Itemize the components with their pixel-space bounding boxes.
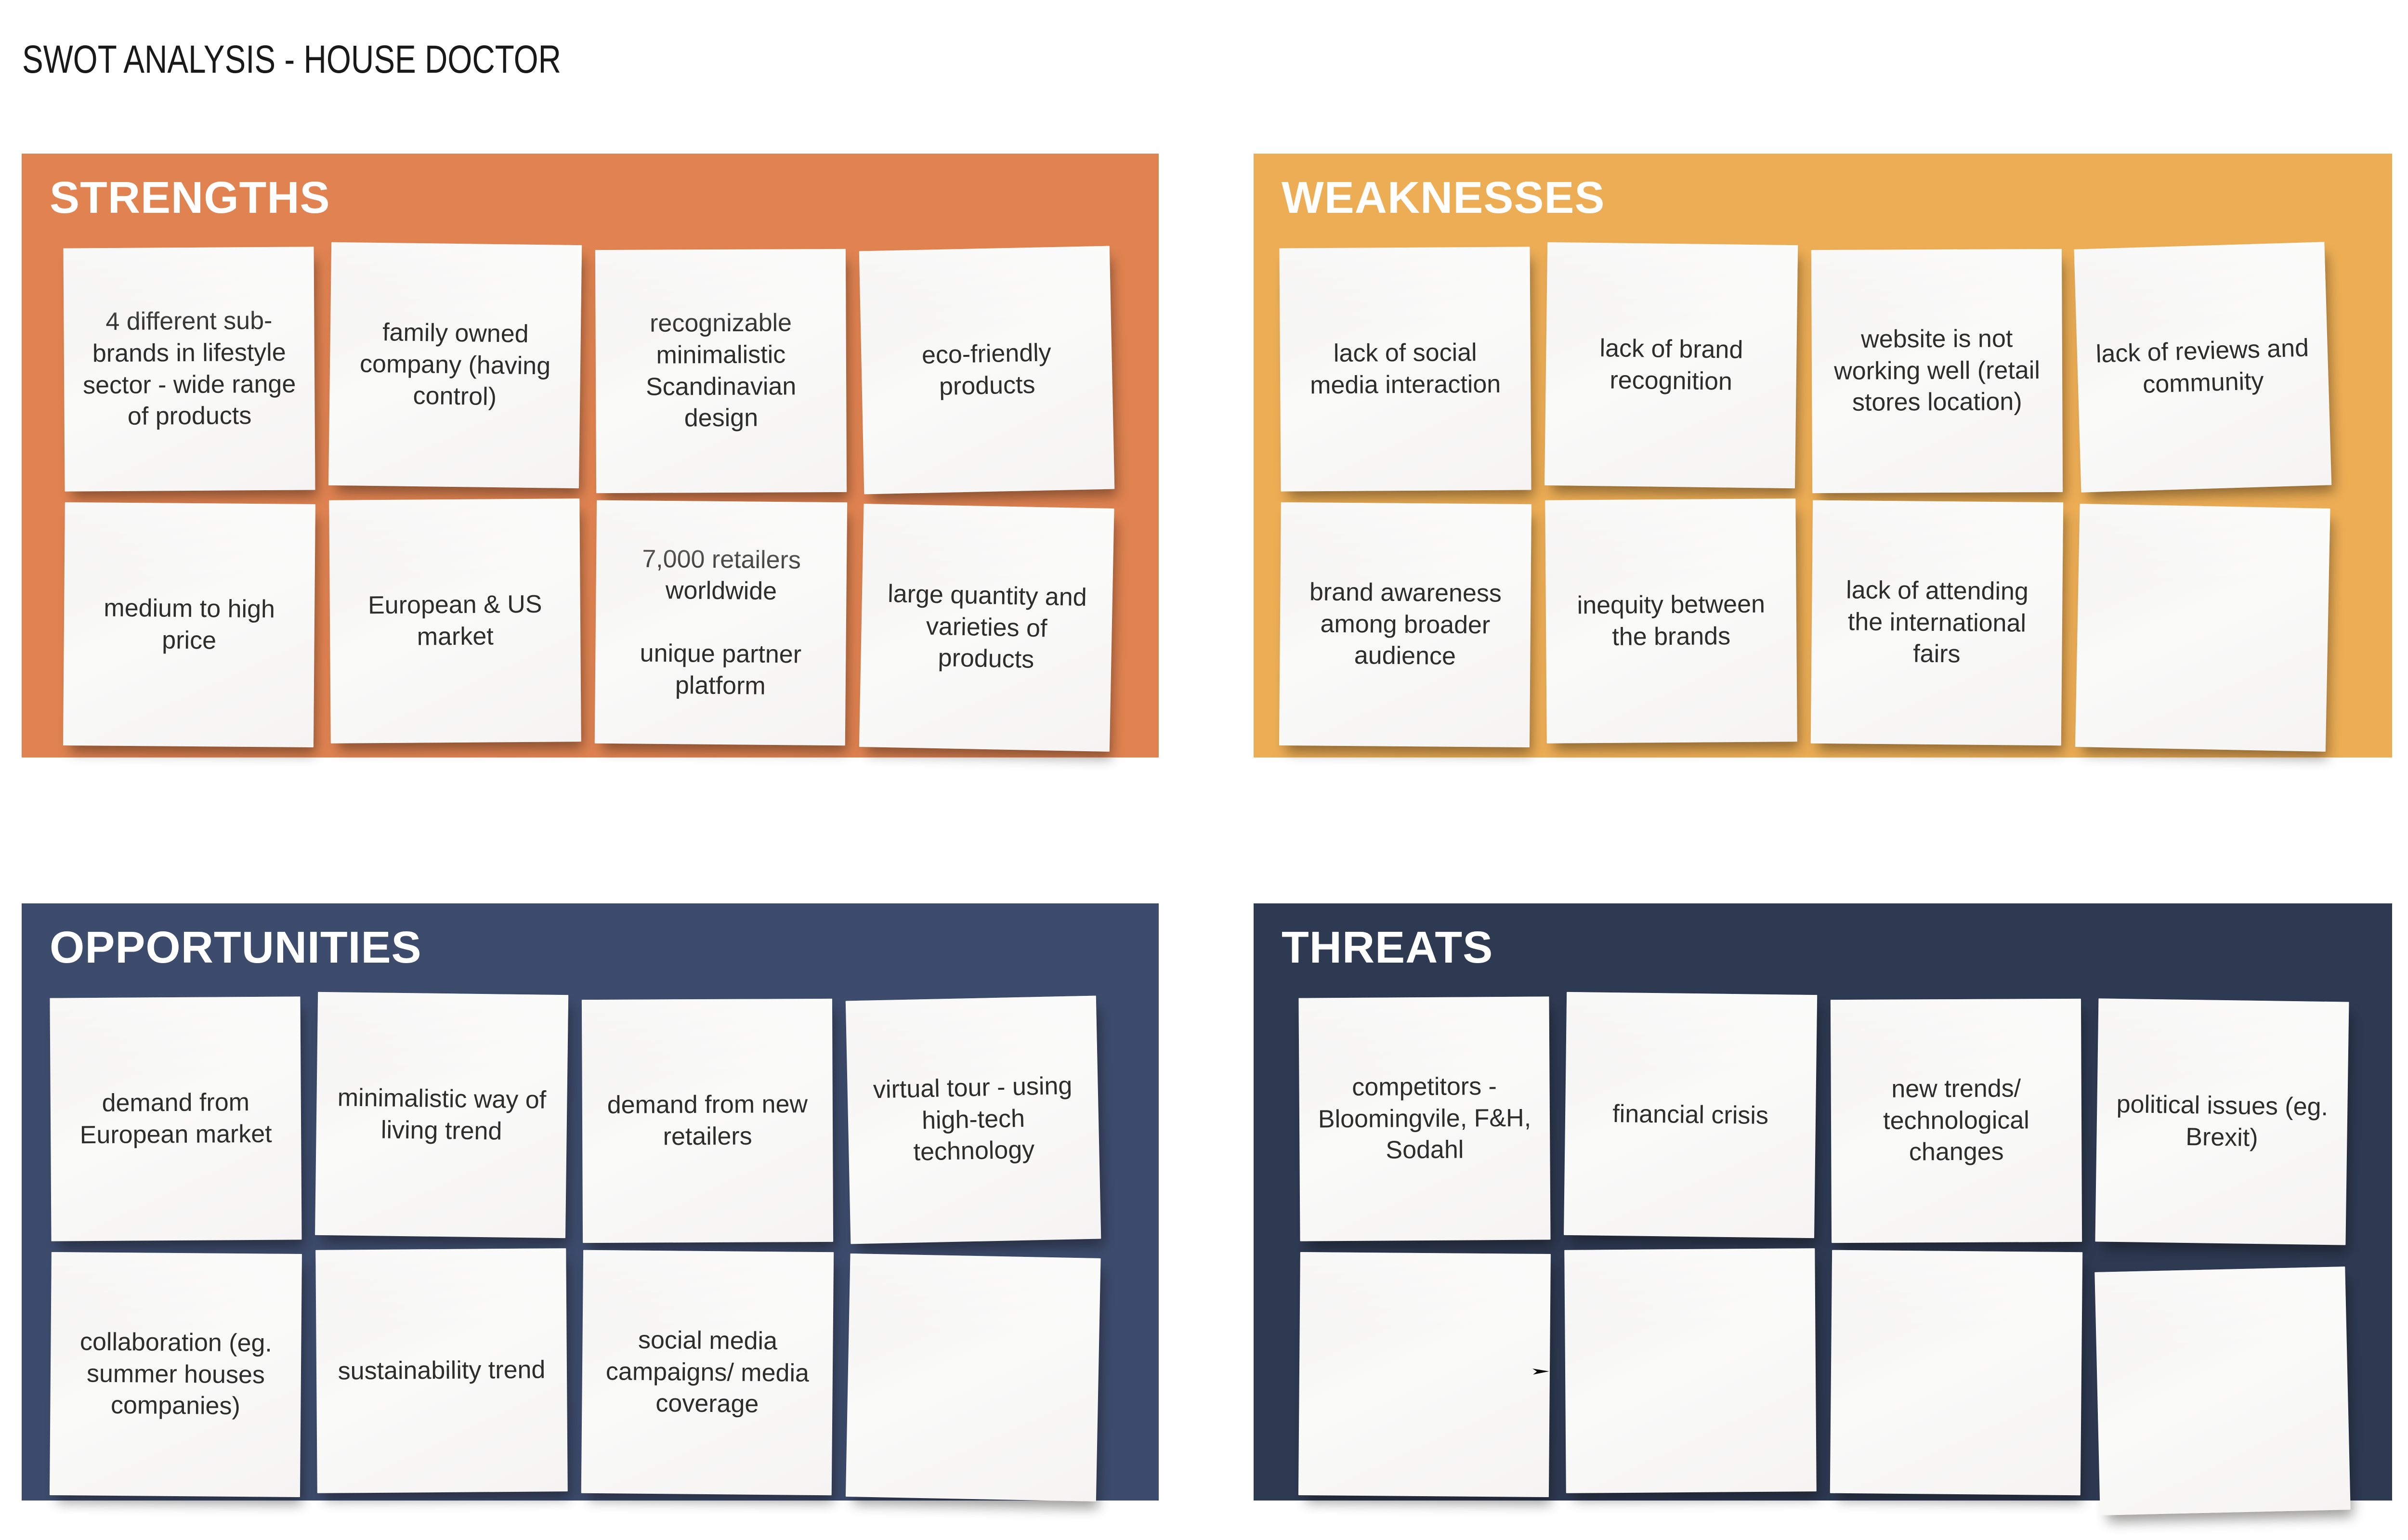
sticky-note[interactable] [1298,1252,1551,1498]
sticky-note[interactable]: sustainability trend [315,1248,568,1493]
sticky-note-text: brand awareness among broader audience [1309,578,1502,671]
sticky-note-text: website is not working well (retail stor… [1834,325,2040,417]
sticky-note[interactable]: website is not working well (retail stor… [1811,248,2063,494]
sticky-note[interactable] [2075,504,2330,752]
sticky-note[interactable] [2094,1266,2351,1515]
panel-title-strengths: STRENGTHS [50,172,330,222]
sticky-note[interactable]: lack of reviews and community [2074,242,2332,493]
sticky-note[interactable] [845,1253,1101,1501]
sticky-note[interactable] [1830,1250,2083,1496]
page-title: SWOT ANALYSIS - HOUSE DOCTOR [22,37,562,81]
sticky-note-text: lack of reviews and community [2095,334,2309,399]
sticky-note[interactable]: large quantity and varieties of products [859,504,1114,752]
sticky-note-text: sustainability trend [338,1356,546,1385]
sticky-note-text: 7,000 retailers worldwide unique partner… [640,545,802,700]
sticky-note[interactable]: demand from European market [50,996,302,1241]
panel-threats[interactable]: THREATS competitors - Bloomingvile, F&H, … [1254,903,2392,1515]
sticky-note[interactable]: family owned company (having control) [328,242,582,489]
sticky-note[interactable]: virtual tour - using high-tech technolog… [845,995,1101,1244]
ink-mark-artifact: ➤ [1529,1365,1551,1377]
sticky-note-text: inequity between the brands [1577,590,1766,651]
sticky-note-text: social media campaigns/ media coverage [605,1326,810,1419]
sticky-note[interactable]: competitors - Bloomingvile, F&H, Sodahl [1298,996,1551,1241]
panel-weaknesses[interactable]: WEAKNESSES lack of social media interacti… [1254,154,2392,757]
sticky-note-text: medium to high price [104,594,275,654]
sticky-note-text: recognizable minimalistic Scandinavian d… [645,309,797,432]
sticky-note-text: demand from new retailers [607,1090,808,1150]
sticky-note[interactable]: recognizable minimalistic Scandinavian d… [595,248,847,494]
panel-title-weaknesses: WEAKNESSES [1282,172,1605,222]
sticky-note[interactable]: collaboration (eg. summer houses compani… [49,1252,302,1498]
sticky-note[interactable]: European & US market [329,498,581,744]
sticky-note[interactable]: political issues (eg. Brexit) [2095,998,2349,1245]
panel-title-opportunities: OPPORTUNITIES [50,922,422,972]
sticky-note[interactable]: medium to high price [63,502,315,748]
sticky-note[interactable]: 7,000 retailers worldwide unique partner… [594,500,848,746]
sticky-note[interactable]: financial crisis [1564,992,1818,1239]
notes-grid-threats: competitors - Bloomingvile, F&H, Sodahl f… [1254,992,2351,1515]
sticky-note-text: financial crisis [1612,1099,1769,1130]
sticky-note[interactable]: inequity between the brands [1545,498,1797,744]
sticky-note[interactable]: brand awareness among broader audience [1279,502,1531,748]
sticky-note-text: minimalistic way of living trend [337,1083,547,1146]
sticky-note-text: European & US market [367,590,542,651]
sticky-note[interactable]: minimalistic way of living trend [315,992,569,1239]
sticky-note-text: lack of brand recognition [1599,334,1743,396]
notes-grid-opportunities: demand from European market minimalistic … [22,992,1101,1501]
sticky-note-text: political issues (eg. Brexit) [2116,1090,2329,1152]
sticky-note[interactable]: demand from new retailers [581,998,834,1243]
panel-opportunities[interactable]: OPPORTUNITIES demand from European market… [22,903,1159,1501]
sticky-note-text: collaboration (eg. summer houses compani… [79,1328,273,1421]
sticky-note-text: lack of social media interaction [1310,339,1501,399]
sticky-note-text: new trends/ technological changes [1883,1074,2029,1166]
panel-strengths[interactable]: STRENGTHS 4 different sub-brands in lifes… [22,154,1159,757]
sticky-note[interactable]: lack of social media interaction [1279,247,1531,492]
sticky-note-text: 4 different sub-brands in lifestyle sect… [82,307,296,431]
sticky-note-text: virtual tour - using high-tech technolog… [873,1071,1073,1166]
sticky-note[interactable]: social media campaigns/ media coverage [581,1250,834,1496]
panel-title-threats: THREATS [1282,922,1493,972]
sticky-note[interactable]: lack of brand recognition [1544,242,1798,489]
notes-grid-weaknesses: lack of social media interaction lack of … [1254,242,2332,752]
sticky-note-text: competitors - Bloomingvile, F&H, Sodahl [1318,1072,1531,1164]
sticky-note[interactable]: new trends/ technological changes [1830,998,2082,1243]
sticky-note-text: eco-friendly products [921,339,1052,401]
sticky-note[interactable]: lack of attending the international fair… [1810,500,2064,746]
sticky-note-text: family owned company (having control) [359,318,551,411]
sticky-note-text: lack of attending the international fair… [1845,576,2029,668]
notes-grid-strengths: 4 different sub-brands in lifestyle sect… [22,242,1115,752]
sticky-note[interactable]: 4 different sub-brands in lifestyle sect… [63,247,315,492]
sticky-note-text: large quantity and varieties of products [887,580,1087,674]
sticky-note-text: demand from European market [79,1088,272,1149]
sticky-note[interactable]: eco-friendly products [859,246,1115,495]
sticky-note[interactable] [1564,1248,1817,1493]
